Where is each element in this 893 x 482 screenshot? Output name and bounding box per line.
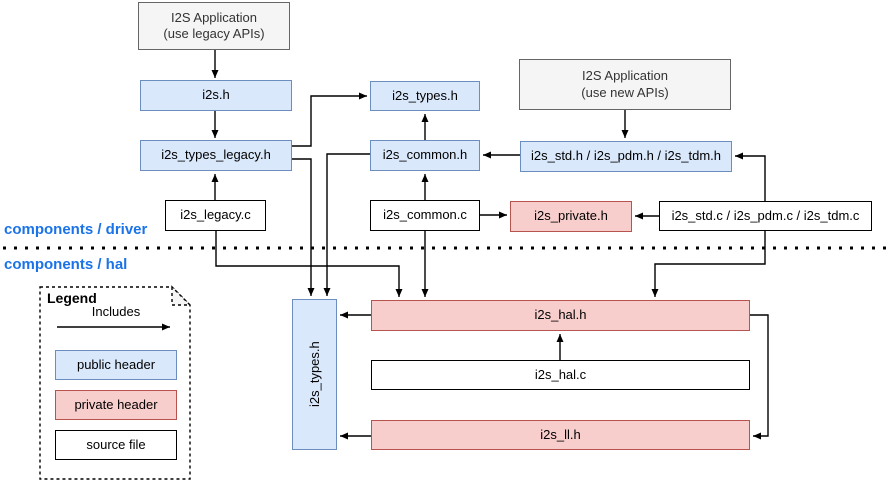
legend-title: Legend bbox=[47, 290, 97, 306]
node-i2s-types-h-driver-label: i2s_types.h bbox=[392, 87, 458, 103]
edge-i2s-std-c-to-i2s-std-h bbox=[735, 152, 766, 201]
node-app-new: I2S Application (use new APIs) bbox=[519, 59, 731, 110]
node-i2s-private-h: i2s_private.h bbox=[510, 201, 632, 232]
node-i2s-types-h-driver: i2s_types.h bbox=[370, 81, 480, 111]
node-i2s-common-c-label: i2s_common.c bbox=[383, 207, 467, 223]
node-i2s-legacy-c: i2s_legacy.c bbox=[165, 200, 266, 231]
edge-i2s-common-h-to-i2s-types-h-hal bbox=[323, 153, 370, 296]
edge-i2s-hal-h-to-i2s-ll-h bbox=[750, 314, 769, 440]
node-i2s-h: i2s.h bbox=[140, 80, 292, 111]
node-i2s-ll-h-label: i2s_ll.h bbox=[540, 426, 581, 442]
legend-private-header-label: private header bbox=[74, 396, 158, 412]
edge-i2s-std-c-to-i2s-hal-h bbox=[651, 231, 766, 297]
node-i2s-std-pdm-tdm-c: i2s_std.c / i2s_pdm.c / i2s_tdm.c bbox=[659, 201, 872, 231]
node-i2s-hal-c: i2s_hal.c bbox=[371, 360, 750, 390]
section-label-hal: components / hal bbox=[4, 256, 128, 273]
node-i2s-private-h-label: i2s_private.h bbox=[534, 208, 608, 224]
node-app-legacy-line2: (use legacy APIs) bbox=[163, 26, 265, 41]
node-i2s-ll-h: i2s_ll.h bbox=[371, 420, 750, 450]
legend-border bbox=[39, 286, 191, 480]
edge-i2s-types-legacy-h-to-i2s-types-h-hal bbox=[292, 158, 315, 296]
node-app-new-line2: (use new APIs) bbox=[581, 84, 669, 100]
node-i2s-std-pdm-tdm-h-label: i2s_std.h / i2s_pdm.h / i2s_tdm.h bbox=[530, 148, 722, 164]
node-i2s-common-h: i2s_common.h bbox=[370, 140, 480, 171]
legend-public-header-swatch: public header bbox=[55, 350, 177, 380]
node-i2s-legacy-c-label: i2s_legacy.c bbox=[180, 207, 251, 223]
node-i2s-h-label: i2s.h bbox=[202, 87, 230, 103]
node-app-legacy: I2S Application (use legacy APIs) bbox=[138, 2, 290, 50]
legend-public-header-label: public header bbox=[76, 356, 156, 372]
node-i2s-types-h-hal-label: i2s_types.h bbox=[306, 341, 322, 408]
legend-private-header-swatch: private header bbox=[55, 390, 177, 420]
edge-i2s-types-legacy-h-to-i2s-types-h-driver bbox=[292, 92, 367, 147]
node-i2s-common-c: i2s_common.c bbox=[370, 200, 480, 231]
node-i2s-common-h-label: i2s_common.h bbox=[382, 147, 468, 163]
section-label-driver: components / driver bbox=[4, 221, 148, 238]
legend-includes-label: Includes bbox=[91, 304, 141, 319]
edge-i2s-legacy-c-to-i2s-hal-h bbox=[215, 231, 403, 297]
node-i2s-hal-h: i2s_hal.h bbox=[371, 300, 750, 331]
legend-source-file-swatch: source file bbox=[55, 430, 177, 460]
legend-source-file-label: source file bbox=[86, 436, 146, 452]
node-i2s-hal-c-label: i2s_hal.c bbox=[534, 366, 587, 382]
node-i2s-types-legacy-h-label: i2s_types_legacy.h bbox=[161, 147, 271, 163]
legend-fold-corner bbox=[171, 285, 192, 306]
node-i2s-std-pdm-tdm-c-label: i2s_std.c / i2s_pdm.c / i2s_tdm.c bbox=[671, 207, 860, 223]
node-app-new-line1: I2S Application bbox=[581, 68, 668, 84]
node-app-legacy-line1: I2S Application bbox=[170, 9, 257, 25]
node-i2s-std-pdm-tdm-h: i2s_std.h / i2s_pdm.h / i2s_tdm.h bbox=[520, 141, 732, 172]
node-i2s-types-h-hal: i2s_types.h bbox=[292, 299, 337, 450]
node-i2s-types-legacy-h: i2s_types_legacy.h bbox=[140, 140, 292, 171]
node-i2s-hal-h-label: i2s_hal.h bbox=[534, 307, 587, 323]
